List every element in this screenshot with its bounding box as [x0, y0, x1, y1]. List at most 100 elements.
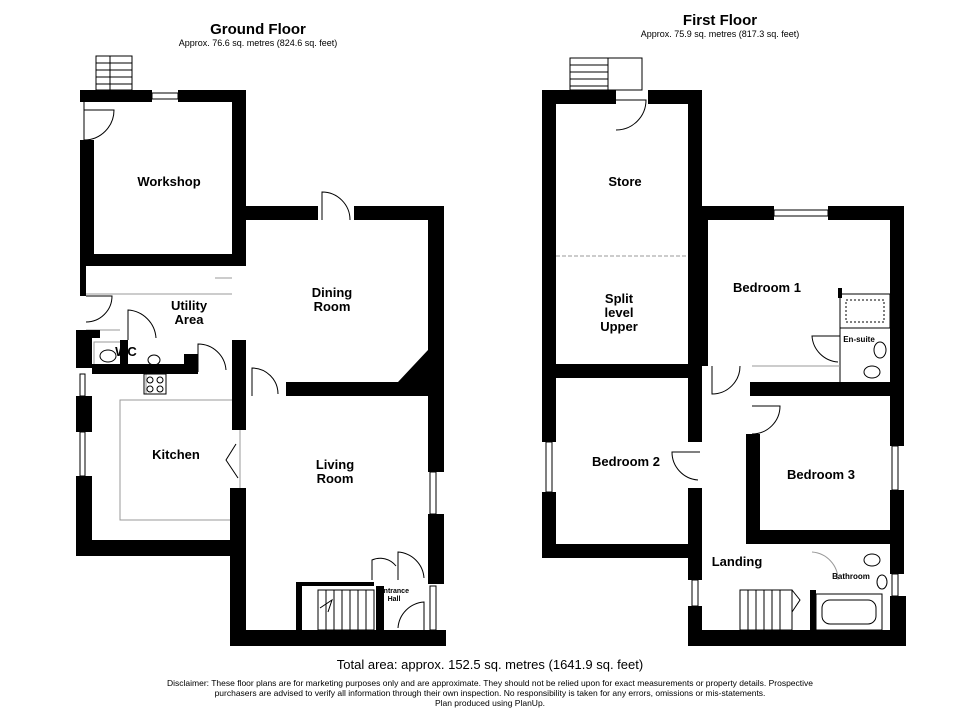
- wall: [542, 90, 616, 104]
- door: [615, 99, 647, 131]
- room-label-bedroom-2: Bedroom 2: [592, 454, 660, 469]
- wall: [92, 330, 100, 338]
- disclaimer-line-1: Disclaimer: These floor plans are for ma…: [166, 678, 814, 688]
- room-label-dining: Dining: [312, 285, 352, 300]
- external-steps: [569, 57, 643, 91]
- room-label-wc: WC: [115, 344, 137, 359]
- ground-floor-title: Ground Floor: [210, 21, 306, 38]
- room-label-utility: Utility: [171, 298, 208, 313]
- disclaimer-line-3: Plan produced using PlanUp.: [434, 698, 546, 708]
- wall: [80, 254, 246, 266]
- room-label-landing: Landing: [712, 554, 763, 569]
- room-label-living-room: Room: [317, 471, 354, 486]
- wall: [76, 476, 92, 556]
- window: [891, 573, 899, 597]
- wall: [890, 490, 904, 544]
- wall: [80, 140, 94, 266]
- wall: [890, 206, 904, 446]
- door: [83, 102, 115, 141]
- first-floor-plan: Store Split level Upper Bedroom 1 En-sui…: [542, 57, 906, 646]
- ground-floor-header: Ground Floor Approx. 76.6 sq. metres (82…: [108, 21, 408, 49]
- window: [79, 431, 86, 477]
- door: [671, 451, 700, 481]
- ensuite-fittings: [752, 293, 891, 382]
- wall: [232, 340, 246, 430]
- room-label-ensuite: En-suite: [843, 335, 875, 344]
- wall: [542, 364, 702, 378]
- first-floor-title: First Floor: [682, 12, 758, 29]
- room-label-utility-area: Area: [175, 312, 205, 327]
- ground-interior-lines: [86, 277, 241, 521]
- wall: [184, 354, 198, 374]
- door: [251, 367, 279, 396]
- window: [429, 585, 437, 631]
- external-steps: [95, 55, 133, 91]
- wall: [702, 206, 708, 366]
- window: [891, 445, 899, 491]
- room-label-bedroom-1: Bedroom 1: [733, 280, 801, 295]
- wall: [542, 90, 556, 442]
- wall: [286, 382, 428, 396]
- wall: [688, 90, 702, 442]
- wall: [890, 596, 906, 646]
- first-floor-header: First Floor Approx. 75.9 sq. metres (817…: [570, 12, 870, 40]
- wall: [354, 206, 444, 220]
- wall: [810, 590, 816, 630]
- ground-floor-area: Approx. 76.6 sq. metres (824.6 sq. feet): [178, 38, 338, 48]
- wall: [246, 206, 318, 220]
- wall: [838, 288, 842, 298]
- hob: [143, 373, 167, 395]
- wall: [92, 364, 198, 374]
- room-label-bedroom-3: Bedroom 3: [787, 467, 855, 482]
- door: [321, 191, 351, 221]
- basin: [147, 354, 161, 366]
- door: [711, 365, 741, 395]
- wall: [542, 492, 556, 558]
- door: [225, 443, 239, 479]
- room-label-workshop: Workshop: [137, 174, 200, 189]
- window: [429, 471, 437, 515]
- wall: [76, 330, 92, 368]
- wall: [178, 90, 246, 102]
- room-label-bathroom: Bathroom: [832, 572, 870, 581]
- wall: [750, 382, 904, 396]
- room-label-dining-room: Room: [314, 299, 351, 314]
- wall: [428, 514, 444, 584]
- wall: [76, 540, 244, 556]
- room-label-split-level: level: [605, 305, 634, 320]
- bathroom-fittings: [811, 551, 888, 631]
- window: [545, 441, 553, 493]
- wall: [376, 586, 384, 630]
- window: [79, 373, 86, 397]
- door: [397, 601, 425, 630]
- total-area: Total area: approx. 152.5 sq. metres (16…: [336, 657, 644, 672]
- wall: [688, 630, 906, 646]
- room-label-split: Split: [605, 291, 634, 306]
- room-label-kitchen: Kitchen: [152, 447, 200, 462]
- wall: [230, 488, 246, 646]
- room-label-entrance: Entrance: [379, 588, 409, 595]
- wall: [890, 544, 904, 574]
- wall: [828, 206, 904, 220]
- room-label-store: Store: [608, 174, 641, 189]
- staircase: [296, 582, 375, 631]
- front-door: [371, 551, 425, 580]
- wall: [232, 90, 246, 266]
- wall: [746, 434, 760, 544]
- wall: [120, 340, 128, 372]
- staircase: [739, 589, 801, 631]
- wall: [746, 530, 904, 544]
- wall: [80, 266, 86, 296]
- wall: [76, 396, 92, 432]
- wall: [230, 630, 446, 646]
- room-label-living: Living: [316, 457, 354, 472]
- room-label-split-upper: Upper: [600, 319, 638, 334]
- toilet: [99, 349, 117, 363]
- window: [151, 92, 179, 100]
- disclaimer: Disclaimer: These floor plans are for ma…: [0, 678, 980, 708]
- window: [691, 579, 699, 607]
- ground-floor-plan: Workshop Utility Area WC Dining Room Kit…: [76, 55, 446, 646]
- wall: [702, 206, 774, 220]
- wall: [688, 488, 702, 580]
